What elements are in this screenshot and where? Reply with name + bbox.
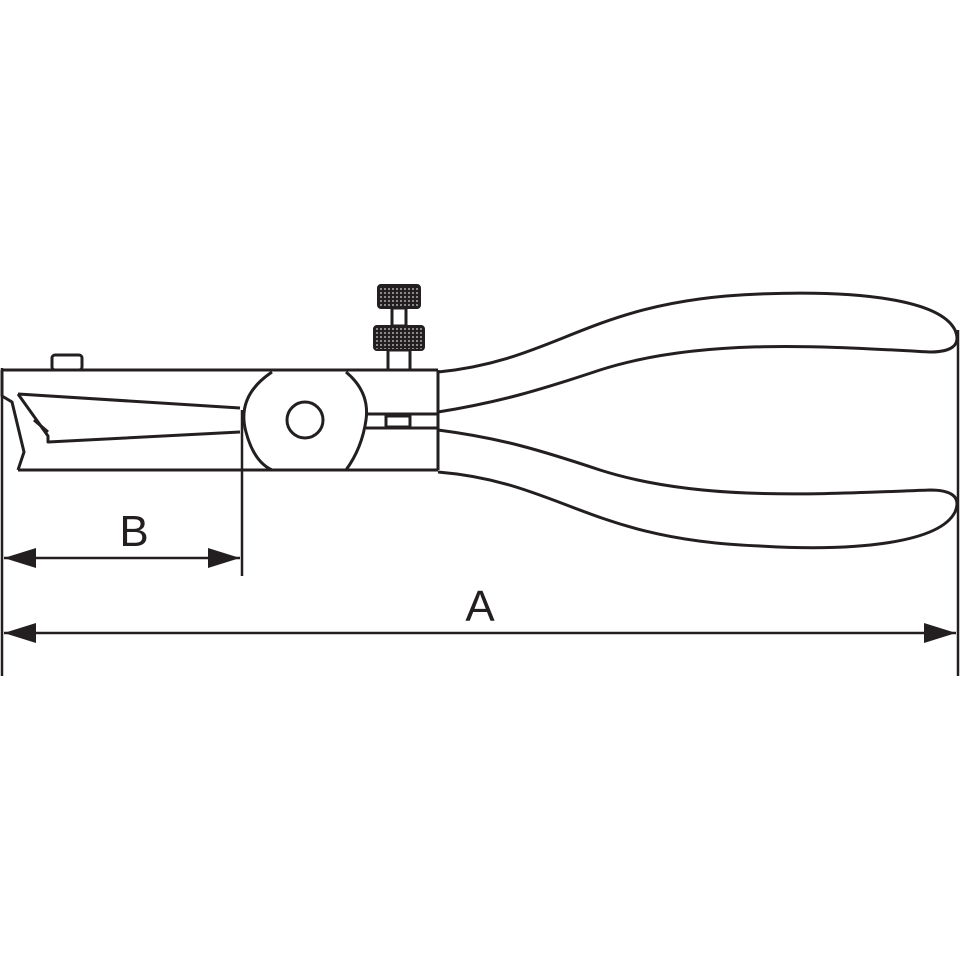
screw-stem [386, 348, 412, 372]
adjustment-knob [377, 284, 421, 309]
stop-pin [50, 353, 84, 372]
arrow-a-right [924, 623, 956, 643]
lower-blade-edge [16, 393, 241, 444]
pivot-rivet [285, 400, 325, 440]
dimension-label-b: B [119, 507, 148, 556]
arrow-a-left [4, 623, 36, 643]
dimension-label-a: A [465, 582, 495, 631]
blade-notch [33, 418, 49, 434]
pivot-boss-right [344, 370, 369, 471]
screw-neck [390, 306, 408, 328]
jaw-tip [0, 370, 26, 471]
lower-handle [437, 428, 959, 550]
arrow-b-right [208, 548, 240, 568]
arrow-b-left [4, 548, 36, 568]
upper-blade-edge [17, 392, 241, 410]
pliers-outline [0, 291, 959, 550]
dimension-lines [0, 330, 960, 676]
spring-block [384, 414, 412, 429]
lock-nut [373, 325, 425, 351]
pivot-boss-left [242, 370, 273, 472]
upper-handle [437, 291, 959, 414]
